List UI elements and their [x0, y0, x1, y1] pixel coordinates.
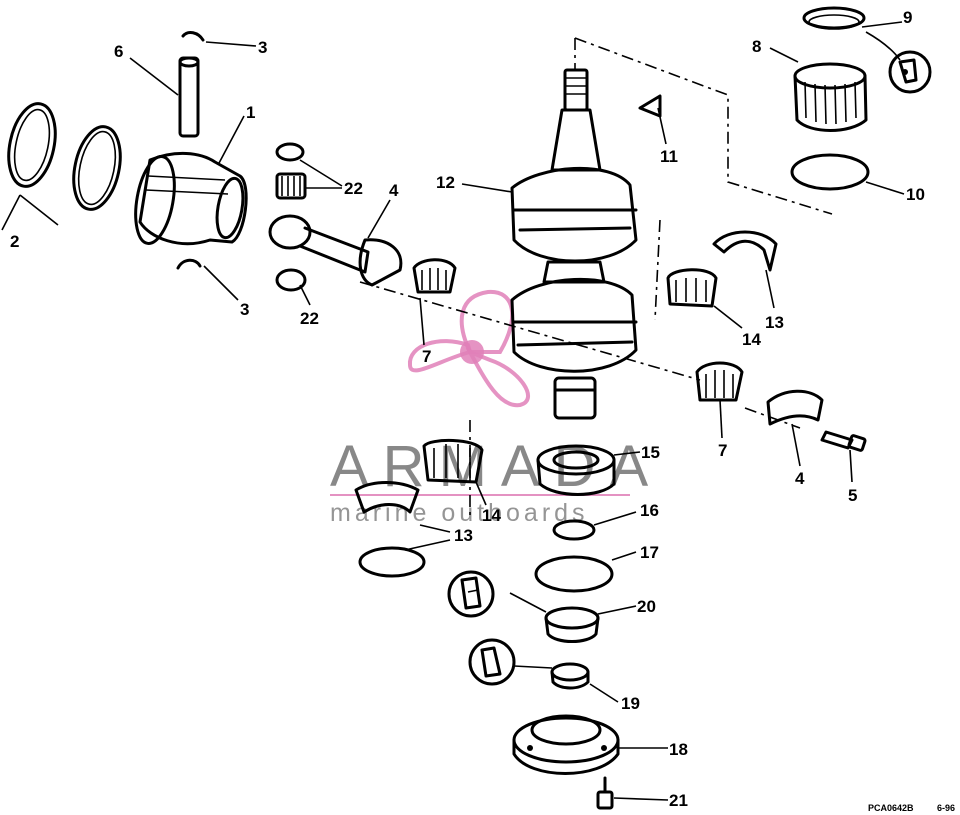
connecting-rod — [268, 214, 403, 287]
callout-21: 21 — [669, 791, 688, 810]
callout-10: 10 — [906, 185, 925, 204]
callout-7-left: 7 — [422, 347, 431, 366]
callout-11: 11 — [660, 147, 678, 166]
lower-seal — [544, 606, 600, 643]
main-bearing-halves-right — [712, 230, 778, 272]
lower-ball-bearing — [536, 444, 616, 496]
callout-4-cap: 4 — [795, 469, 805, 488]
callout-17: 17 — [640, 543, 659, 562]
main-needle-bearing-right — [666, 268, 718, 308]
callout-4-rod: 4 — [389, 181, 399, 200]
drawing-reference: PCA0642B 6-96 — [868, 803, 955, 813]
callout-3-bottom: 3 — [240, 300, 249, 319]
rod-needle-bearing-upper — [412, 258, 457, 294]
connecting-rod-cap — [766, 389, 824, 426]
watermark-subtitle: marine outboards — [330, 499, 589, 527]
lower-bearing-housing — [512, 714, 620, 775]
callout-3-top: 3 — [258, 38, 267, 57]
o-ring-upper — [790, 153, 870, 191]
piston-rings — [7, 102, 122, 211]
callout-13-left: 13 — [454, 526, 473, 545]
propeller-logo-icon — [407, 289, 530, 408]
crankshaft — [510, 68, 638, 420]
sealant-icon-oil-seal — [468, 638, 516, 686]
callout-labels: 1 2 3 3 4 4 5 6 7 7 8 9 10 11 12 13 13 1… — [10, 8, 925, 810]
main-bearing-halves-left — [354, 481, 426, 578]
pin-retaining-rings — [176, 31, 205, 270]
piston — [134, 151, 248, 246]
main-needle-bearing-left — [422, 438, 484, 484]
callout-1: 1 — [246, 103, 255, 122]
callout-13-right: 13 — [765, 313, 784, 332]
callout-7-right: 7 — [718, 441, 727, 460]
callout-5: 5 — [848, 486, 857, 505]
sealant-tube-icon — [888, 50, 932, 94]
callout-14-left: 14 — [482, 506, 501, 525]
wrist-pin-bearings — [275, 142, 307, 292]
watermark-title: ARMADA — [330, 434, 662, 499]
callout-16: 16 — [640, 501, 659, 520]
callout-18: 18 — [669, 740, 688, 759]
reference-code: PCA0642B — [868, 803, 914, 813]
sealant-icon-lower-seal — [447, 570, 495, 618]
callout-19: 19 — [621, 694, 640, 713]
o-ring-17 — [534, 555, 614, 593]
callout-9: 9 — [903, 8, 912, 27]
callout-12: 12 — [436, 173, 455, 192]
leader-lines — [1, 21, 905, 801]
callout-22-top: 22 — [344, 179, 363, 198]
rod-cap-screw — [820, 430, 867, 452]
callout-8: 8 — [752, 37, 761, 56]
callout-6: 6 — [114, 42, 123, 61]
housing-screw — [596, 776, 614, 810]
callout-2: 2 — [10, 232, 19, 251]
reference-date: 6-96 — [937, 803, 955, 813]
callout-22-bottom: 22 — [300, 309, 319, 328]
rod-needle-bearing-lower — [695, 361, 744, 402]
retaining-ring-16 — [552, 519, 596, 541]
callout-15: 15 — [641, 443, 660, 462]
callout-14-right: 14 — [742, 330, 761, 349]
upper-bearing-sleeve — [793, 62, 868, 132]
armada-watermark: ARMADA marine outboards — [330, 289, 662, 527]
crankshaft-key — [638, 94, 662, 118]
callout-20: 20 — [637, 597, 656, 616]
oil-seal-19 — [550, 662, 590, 690]
seal-ring-top — [802, 6, 866, 30]
wrist-pin — [178, 56, 200, 138]
